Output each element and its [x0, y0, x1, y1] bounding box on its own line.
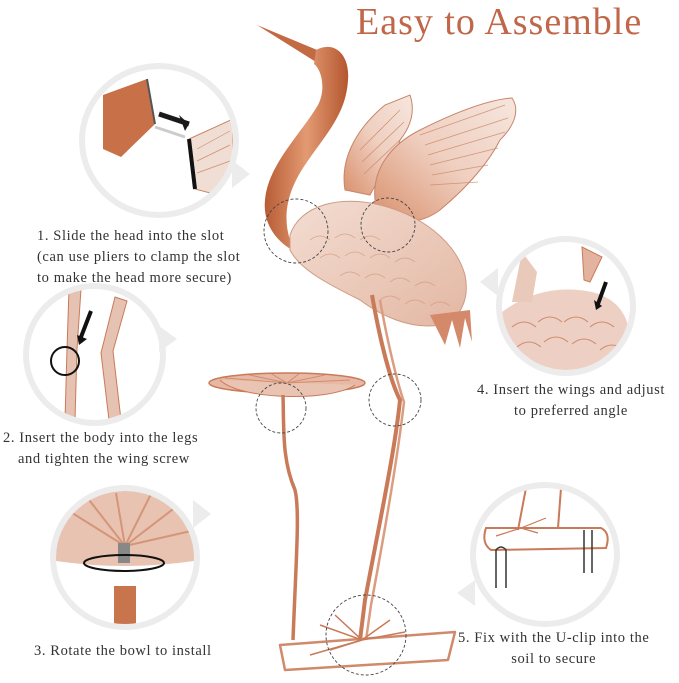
legs-screw-icon [50, 289, 128, 420]
step-4-inset [496, 236, 636, 376]
detail-circle-bowl [255, 382, 307, 434]
step-2-pointer [159, 326, 177, 352]
head-slot-icon [103, 78, 233, 200]
step-1-pointer [232, 160, 250, 188]
step-2-caption: 2. Insert the body into the legs and tig… [3, 430, 199, 467]
crane-leg [358, 294, 403, 641]
step-2-inset [23, 283, 166, 426]
wing-insert-icon [502, 246, 630, 370]
u-clip-left [495, 546, 507, 588]
bowl-stem [281, 394, 300, 641]
u-clip-icon [483, 488, 609, 588]
step-4-caption: 4. Insert the wings and adjust to prefer… [477, 382, 665, 419]
rotate-arrow-icon [50, 346, 80, 376]
bowl-rotate-icon [56, 491, 194, 624]
step-5-pointer [457, 580, 475, 606]
detail-circle-feet [325, 594, 407, 676]
step-5-caption: 5. Fix with the U-clip into the soil to … [458, 630, 650, 667]
step-4-pointer [480, 268, 498, 296]
arrow-down-icon [79, 310, 93, 338]
step-1-inset [79, 63, 239, 218]
detail-circle-knee [368, 373, 422, 427]
detail-circle-neck [263, 198, 329, 264]
crane-tail [430, 310, 472, 348]
base-frame [278, 630, 457, 672]
crane-body [289, 200, 467, 327]
crane-beak [257, 25, 322, 62]
rotate-arrow-icon [83, 554, 165, 572]
page-title: Easy to Assemble [356, 1, 643, 43]
step-3-inset [50, 485, 200, 630]
crane-wing-front [374, 97, 517, 223]
step-5-inset [470, 482, 620, 627]
u-clip-right [583, 530, 593, 573]
step-1-caption: 1. Slide the head into the slot (can use… [37, 228, 241, 286]
step-3-caption: 3. Rotate the bowl to install [34, 643, 212, 659]
crane-neck [264, 46, 349, 255]
arrow-down-icon [596, 281, 608, 305]
step-3-pointer [193, 500, 211, 528]
detail-circle-wing [360, 197, 416, 253]
